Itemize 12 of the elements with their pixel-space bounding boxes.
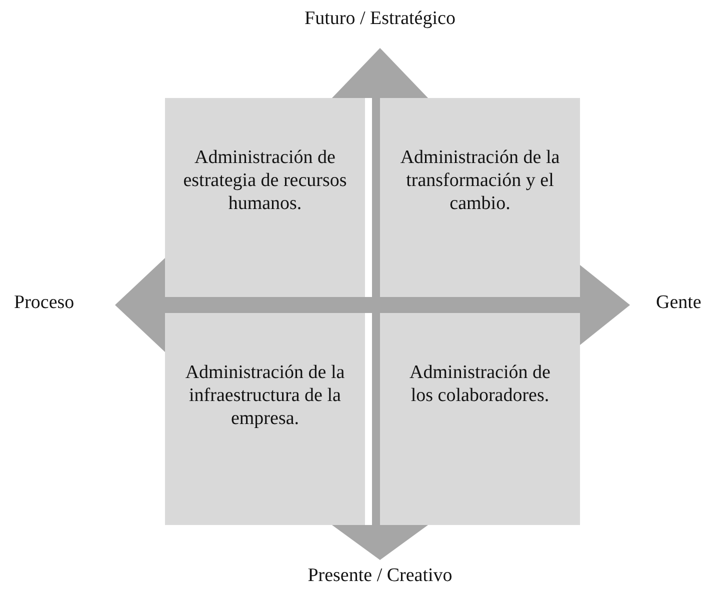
- quadrant-text: Administración de la transformación y el cambio.: [399, 146, 561, 215]
- axis-label: Futuro / Estratégico: [304, 8, 456, 30]
- quadrant-box: [165, 313, 365, 525]
- quadrant-text: Administración de los colaboradores.: [408, 361, 552, 407]
- axis-label: Gente: [656, 292, 702, 314]
- quadrant-text: Administración de la infraestructura de la empresa.: [184, 361, 346, 430]
- quadrant-box: [380, 313, 580, 525]
- quadrant-box: [165, 98, 365, 297]
- axis-label: Presente / Creativo: [308, 565, 452, 587]
- quadrant-box: [380, 98, 580, 297]
- quadrant-text: Administración de estrategia de recursos humanos.: [183, 146, 347, 215]
- axis-label: Proceso: [14, 292, 74, 314]
